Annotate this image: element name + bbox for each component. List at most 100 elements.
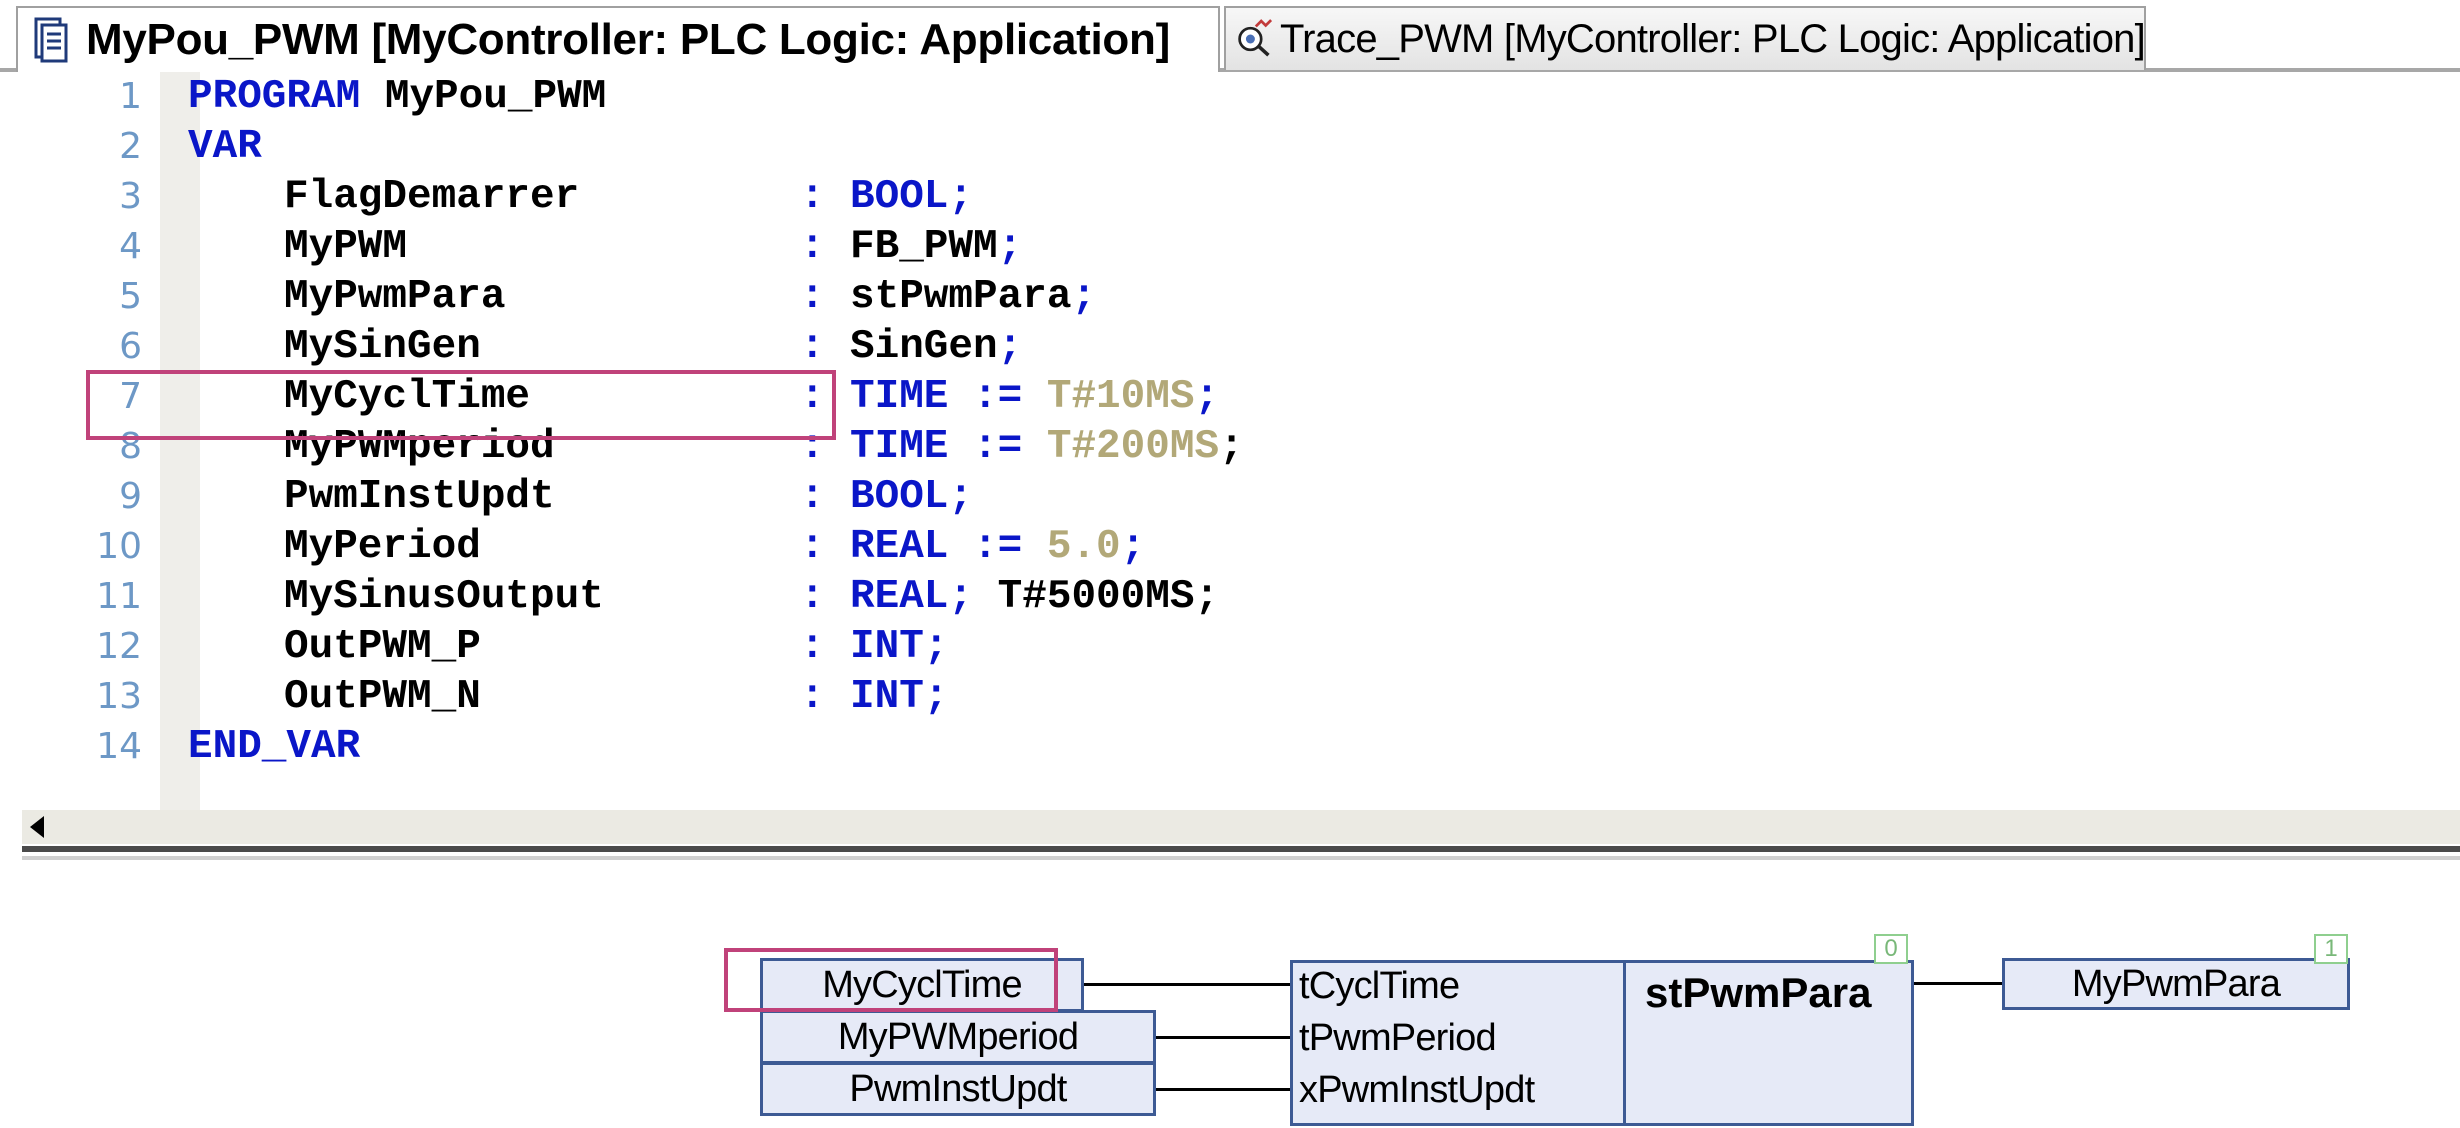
initial-value: 5.0 bbox=[1022, 524, 1121, 570]
code-line: END_VAR bbox=[188, 722, 360, 772]
variable-type-line: stPwmPara; bbox=[850, 272, 1096, 322]
variable-type: INT; bbox=[850, 624, 949, 670]
splitter-line bbox=[22, 846, 2460, 852]
semicolon: ; bbox=[997, 324, 1023, 370]
semicolon: ; bbox=[997, 224, 1023, 270]
input-box-mycycltime[interactable]: MyCyclTime bbox=[760, 958, 1084, 1012]
code-area[interactable]: PROGRAM MyPou_PWM VAR FlagDemarrer : BOO… bbox=[22, 72, 2460, 810]
line-number: 4 bbox=[119, 226, 142, 267]
variable-type: stPwmPara bbox=[850, 274, 1072, 320]
block-name: stPwmPara bbox=[1645, 969, 1872, 1016]
variable-type-line: FB_PWM; bbox=[850, 222, 1022, 272]
declaration-colon: : bbox=[800, 474, 850, 520]
execution-order-badge: 0 bbox=[1874, 934, 1908, 964]
variable-type: BOOL; bbox=[850, 474, 974, 520]
variable-name: MyPWMperiod bbox=[284, 424, 555, 470]
line-number: 14 bbox=[96, 726, 142, 767]
semicolon: ; bbox=[1071, 274, 1097, 320]
variable-type: FB_PWM bbox=[850, 224, 998, 270]
line-number-gutter: 1 2 3 4 5 6 7 8 9 10 11 12 13 14 bbox=[62, 72, 162, 810]
declaration-colon: : bbox=[800, 524, 850, 570]
cfc-diagram[interactable]: MyCyclTime MyPWMperiod PwmInstUpdt tCycl… bbox=[0, 864, 2460, 1128]
line-number: 6 bbox=[119, 326, 142, 367]
variable-name: MyPWM bbox=[284, 224, 408, 270]
line-number: 10 bbox=[96, 526, 142, 567]
variable-type-line: TIME := T#200MS; bbox=[850, 422, 1244, 472]
variable-type: TIME := bbox=[850, 424, 1023, 470]
connection-wire[interactable] bbox=[1156, 1088, 1290, 1091]
keyword: END_VAR bbox=[188, 724, 361, 770]
variable-type-line: TIME := T#10MS; bbox=[850, 372, 1219, 422]
line-number: 2 bbox=[119, 126, 142, 167]
input-pin-tcycltime[interactable]: tCyclTime bbox=[1299, 965, 1460, 1007]
input-pin-tpwmperiod[interactable]: tPwmPeriod bbox=[1299, 1017, 1497, 1059]
line-number: 5 bbox=[119, 276, 142, 317]
variable-type-line: REAL; T#5000MS; bbox=[850, 572, 1219, 622]
scroll-left-icon[interactable] bbox=[30, 816, 44, 838]
connection-wire[interactable] bbox=[1156, 1036, 1290, 1039]
declaration-colon: : bbox=[800, 424, 850, 470]
declaration-colon: : bbox=[800, 624, 850, 670]
variable-type: REAL; bbox=[850, 574, 974, 620]
line-number: 11 bbox=[96, 576, 142, 617]
input-box-mypwmperiod[interactable]: MyPWMperiod bbox=[760, 1010, 1156, 1064]
line-number: 1 bbox=[119, 76, 142, 117]
variable-type-line: SinGen; bbox=[850, 322, 1022, 372]
variable-type: REAL := bbox=[850, 524, 1023, 570]
line-number: 12 bbox=[96, 626, 142, 667]
semicolon: ; bbox=[1219, 424, 1244, 470]
variable-type: INT; bbox=[850, 674, 949, 720]
editor-tab-bar: MyPou_PWM [MyController: PLC Logic: Appl… bbox=[0, 0, 2460, 72]
declaration-colon: : bbox=[800, 374, 850, 420]
variable-name: OutPWM_N bbox=[284, 674, 481, 720]
initial-value: T#200MS bbox=[1022, 424, 1220, 470]
keyword: PROGRAM bbox=[188, 74, 361, 120]
variable-type-line: REAL := 5.0; bbox=[850, 522, 1145, 572]
output-box-mypwmpara[interactable]: MyPwmPara bbox=[2002, 958, 2350, 1010]
input-pin-xpwminstupdt[interactable]: xPwmInstUpdt bbox=[1299, 1069, 1535, 1111]
input-box-pwminstupdt[interactable]: PwmInstUpdt bbox=[760, 1062, 1156, 1116]
tab-trace-pwm[interactable]: Trace_PWM [MyController: PLC Logic: Appl… bbox=[1224, 6, 2146, 70]
program-name: MyPou_PWM bbox=[360, 74, 607, 120]
horizontal-scrollbar[interactable] bbox=[22, 810, 2460, 844]
variable-name: OutPWM_P bbox=[284, 624, 481, 670]
variable-name: FlagDemarrer bbox=[284, 174, 580, 220]
line-number: 13 bbox=[96, 676, 142, 717]
block-divider bbox=[1623, 963, 1626, 1123]
tab-bar-baseline bbox=[0, 68, 2460, 72]
trace-icon bbox=[1238, 19, 1272, 57]
line-number: 9 bbox=[119, 476, 142, 517]
connection-wire[interactable] bbox=[1084, 983, 1290, 986]
declaration-editor[interactable]: 1 2 3 4 5 6 7 8 9 10 11 12 13 14 PROGRAM… bbox=[22, 72, 2460, 810]
semicolon: ; bbox=[1120, 524, 1146, 570]
line-number: 7 bbox=[119, 376, 142, 417]
variable-type: TIME := bbox=[850, 374, 1023, 420]
initial-value: T#10MS bbox=[1022, 374, 1195, 420]
connection-wire[interactable] bbox=[1914, 982, 2002, 985]
tab-label: Trace_PWM [MyController: PLC Logic: Appl… bbox=[1280, 16, 2146, 61]
declaration-colon: : bbox=[800, 174, 850, 220]
declaration-colon: : bbox=[800, 674, 850, 720]
variable-name: MyPwmPara bbox=[284, 274, 506, 320]
highlight-mycycltime-input bbox=[724, 948, 1058, 1012]
pane-splitter[interactable] bbox=[22, 844, 2460, 864]
tab-mypou-pwm[interactable]: MyPou_PWM [MyController: PLC Logic: Appl… bbox=[16, 6, 1220, 72]
code-line: PROGRAM MyPou_PWM bbox=[188, 72, 606, 122]
variable-name: MyCyclTime bbox=[284, 374, 531, 420]
semicolon: ; bbox=[1194, 374, 1220, 420]
variable-type: BOOL; bbox=[850, 174, 974, 220]
tab-label: MyPou_PWM [MyController: PLC Logic: Appl… bbox=[86, 15, 1170, 64]
gutter-separator bbox=[160, 72, 200, 810]
variable-name: MyPeriod bbox=[284, 524, 481, 570]
variable-type: SinGen bbox=[850, 324, 998, 370]
function-block-stpwmpara[interactable]: tCyclTime tPwmPeriod xPwmInstUpdt stPwmP… bbox=[1290, 960, 1914, 1126]
variable-name: MySinGen bbox=[284, 324, 481, 370]
declaration-colon: : bbox=[800, 574, 850, 620]
highlight-mycycltime-declaration bbox=[86, 370, 836, 440]
declaration-colon: : bbox=[800, 224, 850, 270]
declaration-colon: : bbox=[800, 324, 850, 370]
trailing-text: T#5000MS; bbox=[973, 574, 1220, 620]
splitter-line bbox=[22, 856, 2460, 860]
declaration-colon: : bbox=[800, 274, 850, 320]
code-line: VAR bbox=[188, 122, 262, 172]
